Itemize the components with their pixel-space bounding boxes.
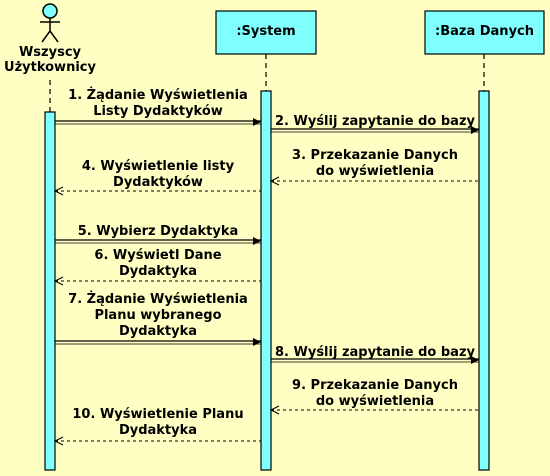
activation-bar-db [478, 90, 490, 471]
system-label: :System [236, 24, 296, 39]
message-arrow-1 [55, 118, 261, 126]
activation-bar-user [44, 111, 56, 471]
message-label-10: 10. Wyświetlenie Planu Dydaktyka [72, 407, 244, 438]
system-box [215, 10, 317, 55]
activation-bar-system [260, 90, 272, 471]
message-arrow-8 [271, 356, 479, 364]
message-arrow-2 [271, 126, 479, 134]
message-arrow-5 [55, 237, 261, 245]
message-label-9: 9. Przekazanie Danych do wyświetlenia [292, 378, 458, 409]
message-arrow-7 [55, 338, 261, 346]
message-label-7: 7. Żądanie Wyświetlenia Planu wybranego … [68, 292, 248, 339]
message-arrow-10 [53, 436, 261, 446]
message-arrow-3 [269, 176, 479, 186]
db-label: :Baza Danych [435, 24, 534, 39]
message-label-6: 6. Wyświetl Dane Dydaktyka [94, 248, 222, 279]
message-arrow-6 [53, 276, 261, 286]
db-box [424, 10, 545, 55]
message-label-2: 2. Wyślij zapytanie do bazy [275, 114, 475, 129]
message-label-8: 8. Wyślij zapytanie do bazy [275, 345, 475, 360]
message-arrow-9 [269, 405, 479, 415]
message-label-5: 5. Wybierz Dydaktyka [77, 224, 239, 239]
actor-label-user: Wszyscy Użytkownicy [0, 45, 100, 75]
message-label-1: 1. Żądanie Wyświetlenia Listy Dydaktyków [68, 88, 248, 119]
message-label-3: 3. Przekazanie Danych do wyświetlenia [292, 148, 458, 179]
message-arrow-4 [53, 186, 261, 196]
actor-stick-figure-icon [40, 3, 60, 43]
message-label-4: 4. Wyświetlenie listy Dydaktyków [81, 159, 235, 190]
